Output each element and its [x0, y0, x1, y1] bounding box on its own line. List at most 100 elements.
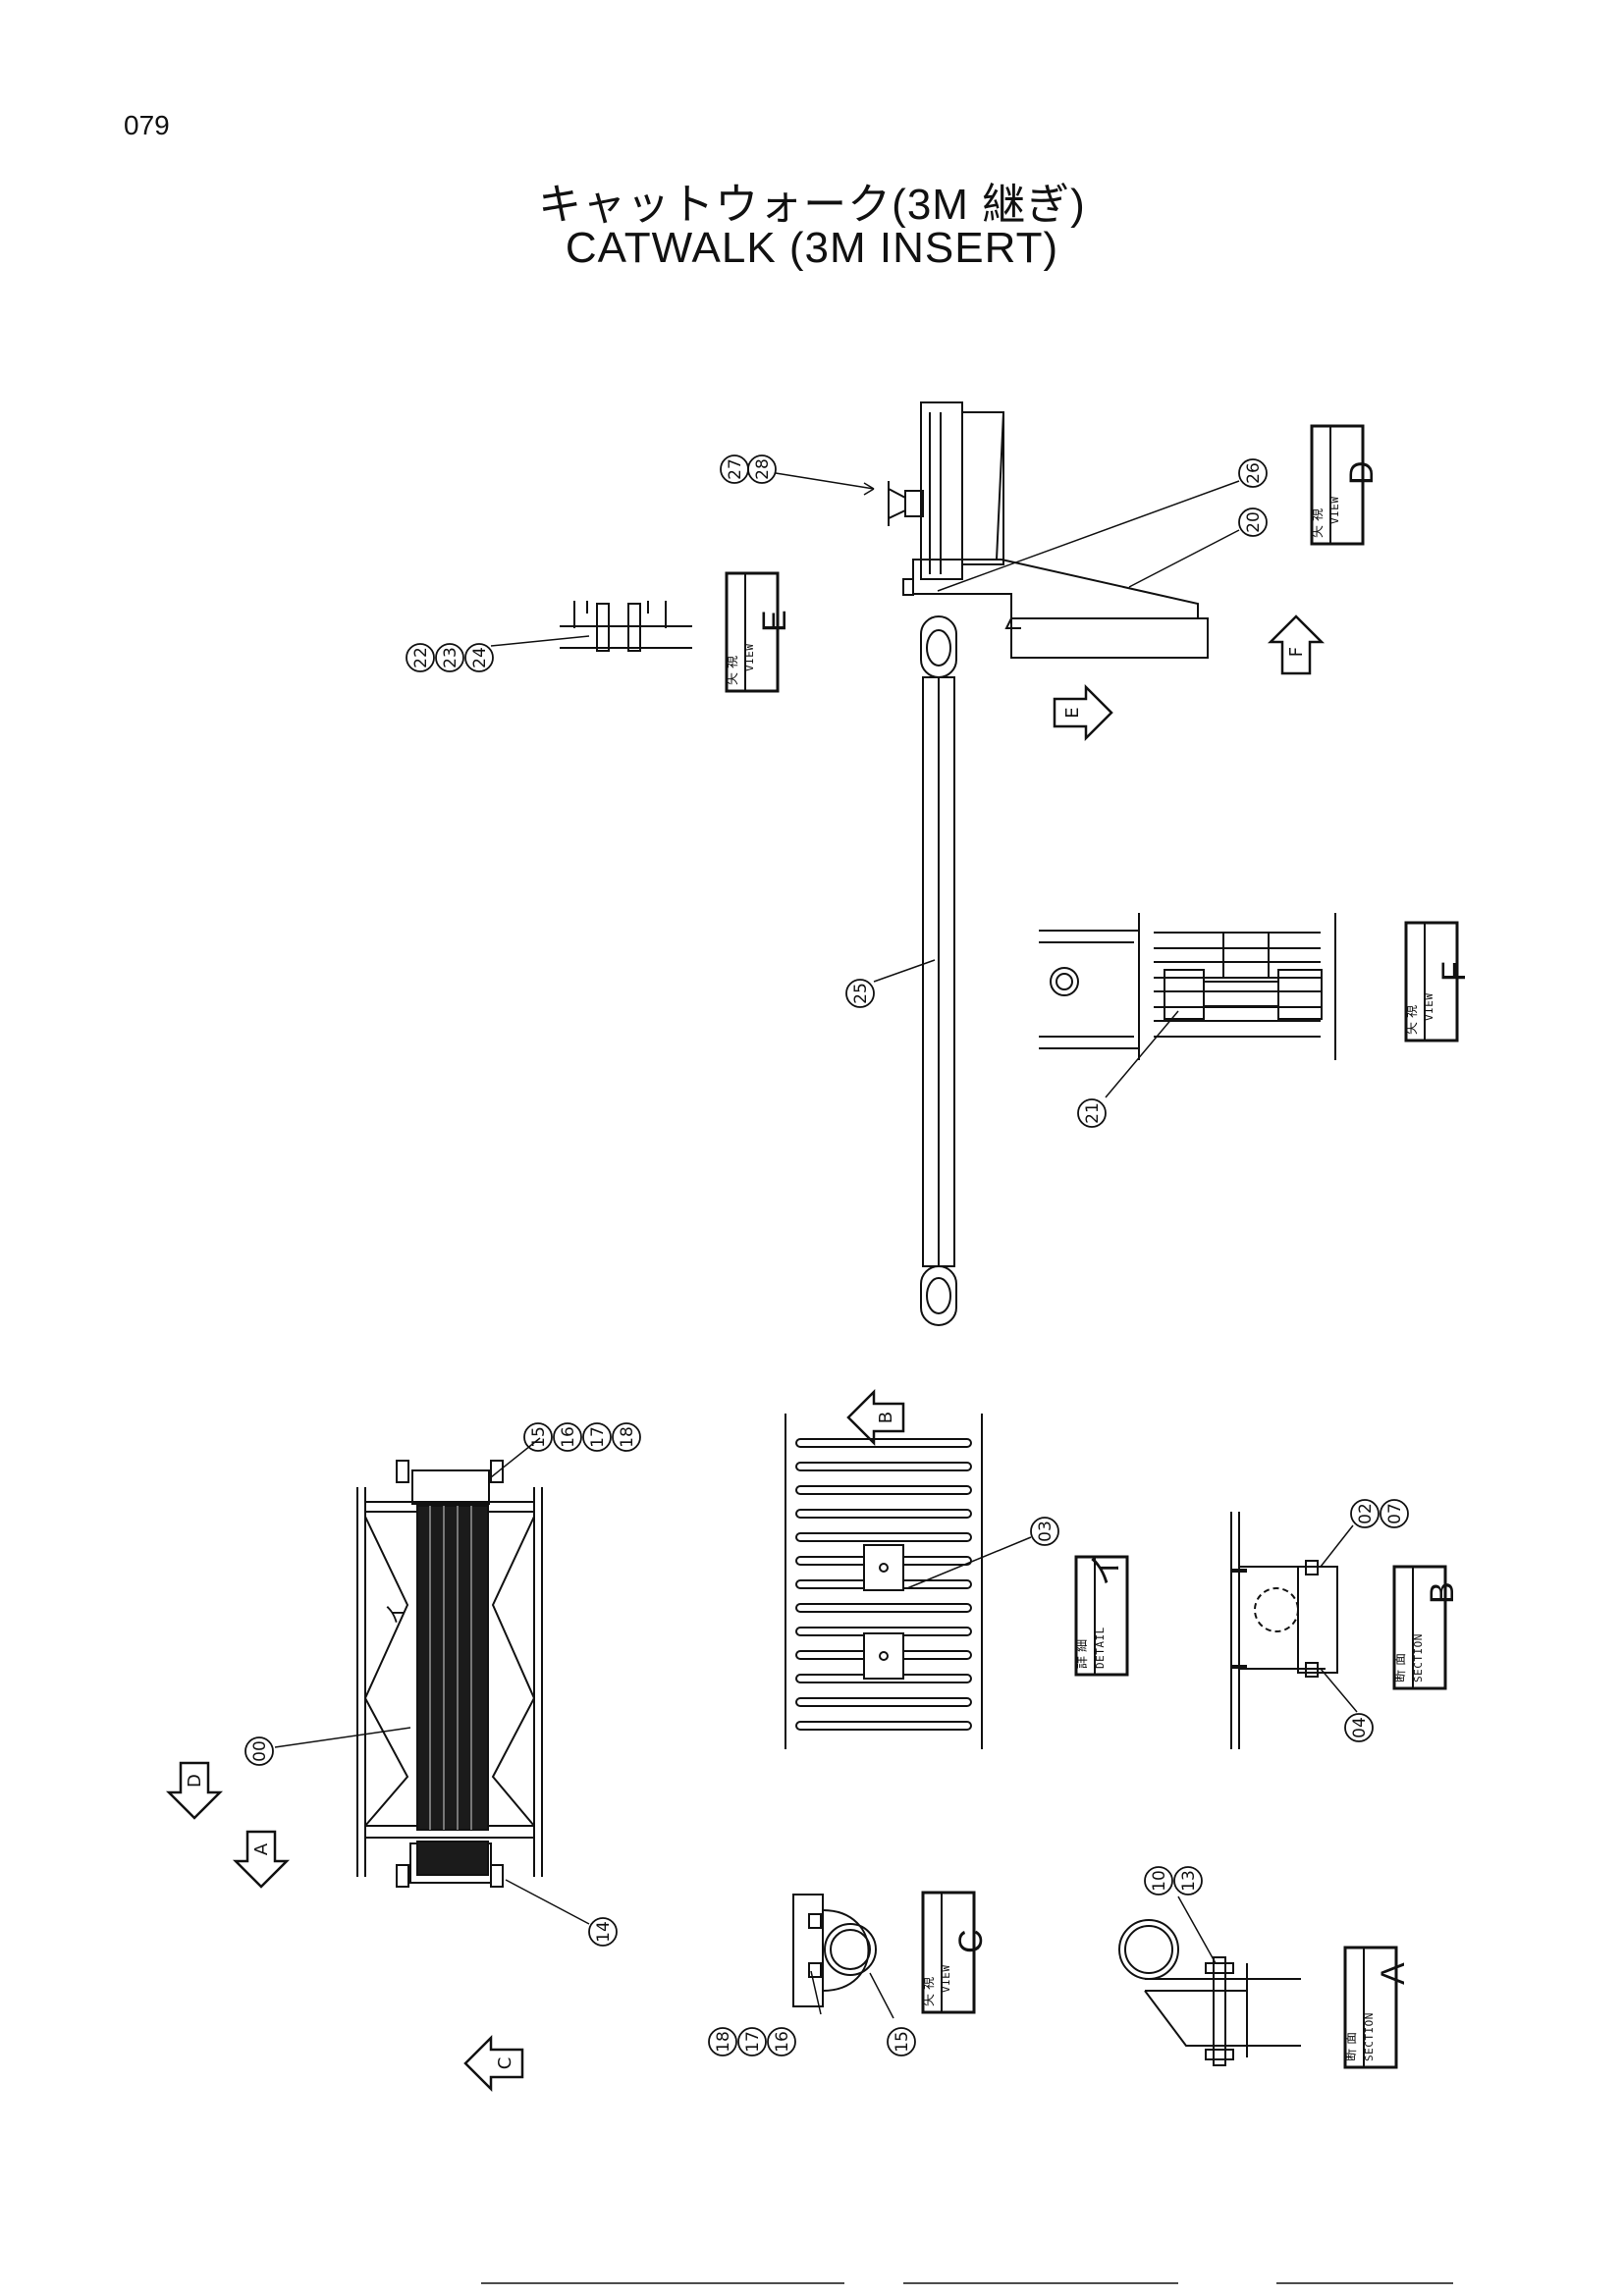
- arrow-f-letter: F: [1286, 647, 1307, 657]
- callout-17-label: 17: [588, 1426, 608, 1448]
- callout-14-label: 14: [594, 1921, 614, 1943]
- callout-03-label: 03: [1036, 1521, 1056, 1542]
- section-a-kanji: 断 面: [1344, 2032, 1359, 2061]
- view-label-e: E 矢 視 VIEW: [725, 571, 793, 693]
- detail-i-word: DETAIL: [1094, 1627, 1107, 1669]
- arrow-d: D: [165, 1761, 224, 1820]
- catwalk-grating: [416, 1505, 489, 1876]
- callout-25: 25: [845, 979, 875, 1008]
- callout-16: 16: [553, 1422, 582, 1452]
- view-d-letter: D: [1343, 460, 1380, 485]
- section-b-kanji: 断 面: [1393, 1653, 1408, 1682]
- callout-26-label: 26: [1244, 462, 1264, 484]
- view-c-letter: C: [952, 1929, 990, 1953]
- callout-18: 18: [612, 1422, 641, 1452]
- arrow-e-letter: E: [1062, 707, 1083, 718]
- callout-21: 21: [1077, 1098, 1107, 1128]
- section-b-detail: [1230, 1512, 1338, 1749]
- section-a-detail: [1118, 1919, 1301, 2066]
- arrow-a: A: [232, 1830, 291, 1889]
- arrow-c-letter: C: [495, 2057, 515, 2070]
- callout-13-label: 13: [1179, 1870, 1199, 1892]
- callout-07-label: 07: [1385, 1503, 1405, 1524]
- callout-21-label: 21: [1083, 1102, 1103, 1124]
- callout-22: 22: [406, 643, 435, 672]
- callout-bubbles: 27 28 26 20 22 23 24 25 21 15 16 17 18 0…: [244, 454, 1409, 2056]
- callout-17: 17: [582, 1422, 612, 1452]
- arrow-d-letter: D: [185, 1774, 205, 1788]
- callout-18-view-c-label: 18: [714, 2031, 733, 2053]
- callout-10-label: 10: [1150, 1870, 1169, 1892]
- callout-04: 04: [1344, 1713, 1374, 1742]
- callout-27: 27: [720, 454, 749, 484]
- title-japanese: キャットウォーク(3M 継ぎ): [538, 181, 1086, 229]
- detail-label-i: イ 詳 細 DETAIL: [1074, 1553, 1129, 1677]
- callout-24: 24: [464, 643, 494, 672]
- arrow-b: B: [846, 1388, 905, 1447]
- callout-15: 15: [523, 1422, 553, 1452]
- callout-07: 07: [1380, 1499, 1409, 1528]
- callout-26: 26: [1238, 458, 1268, 488]
- view-f-letter: F: [1435, 961, 1473, 982]
- view-label-c: C 矢 視 VIEW: [921, 1891, 990, 2014]
- callout-16-view-c-label: 16: [773, 2031, 792, 2053]
- callout-00: 00: [244, 1736, 274, 1766]
- view-f-word: VIEW: [1423, 993, 1435, 1022]
- leader-lines: [274, 472, 1358, 2019]
- view-e-letter: E: [756, 610, 793, 632]
- callout-20: 20: [1238, 507, 1268, 537]
- callout-13: 13: [1173, 1866, 1203, 1896]
- view-e-detail: [560, 601, 692, 652]
- callout-00-label: 00: [250, 1740, 270, 1762]
- handrail-post-assembly: [888, 401, 1209, 1326]
- callout-10: 10: [1144, 1866, 1173, 1896]
- callout-02: 02: [1350, 1499, 1380, 1528]
- view-f-kanji: 矢 視: [1405, 1005, 1420, 1035]
- section-label-a: A 断 面 SECTION: [1343, 1946, 1412, 2069]
- callout-28: 28: [747, 454, 777, 484]
- page-number: 079: [124, 110, 170, 140]
- section-a-letter: A: [1375, 1962, 1412, 1985]
- detail-i-kanji: 詳 細: [1074, 1639, 1090, 1669]
- section-b-letter: B: [1424, 1581, 1461, 1604]
- arrow-c: C: [463, 2034, 524, 2093]
- callout-03: 03: [1030, 1517, 1059, 1546]
- view-c-kanji: 矢 視: [922, 1977, 937, 2006]
- section-a-word: SECTION: [1363, 2012, 1376, 2061]
- callout-15-label: 15: [529, 1426, 549, 1448]
- section-b-word: SECTION: [1412, 1633, 1425, 1682]
- callout-18-view-c: 18: [708, 2027, 737, 2056]
- view-d-word: VIEW: [1328, 497, 1341, 525]
- callout-17-view-c-label: 17: [743, 2031, 763, 2053]
- view-d-kanji: 矢 視: [1311, 508, 1326, 538]
- callout-15-view-c-label: 15: [893, 2031, 912, 2053]
- callout-04-label: 04: [1350, 1717, 1370, 1738]
- callout-23: 23: [435, 643, 464, 672]
- view-label-d: D 矢 視 VIEW: [1310, 424, 1380, 546]
- callout-15-view-c: 15: [887, 2027, 916, 2056]
- callout-18-label: 18: [618, 1426, 637, 1448]
- title-english: CATWALK (3M INSERT): [565, 224, 1059, 272]
- callout-14: 14: [588, 1917, 618, 1947]
- view-c-detail: [792, 1894, 877, 2007]
- detail-mark-on-frame: イ: [385, 1603, 409, 1625]
- view-e-kanji: 矢 視: [726, 656, 740, 685]
- view-c-word: VIEW: [940, 1965, 952, 1994]
- detail-i-letter: イ: [1088, 1553, 1125, 1586]
- arrow-a-letter: A: [251, 1842, 272, 1855]
- view-f-detail: [1039, 913, 1336, 1060]
- callout-27-label: 27: [726, 458, 745, 480]
- callout-23-label: 23: [441, 647, 460, 668]
- callout-20-label: 20: [1244, 511, 1264, 533]
- arrow-e: E: [1053, 683, 1113, 742]
- callout-02-label: 02: [1356, 1503, 1376, 1524]
- arrow-b-letter: B: [876, 1412, 896, 1423]
- callout-22-label: 22: [411, 647, 431, 668]
- callout-17-view-c: 17: [737, 2027, 767, 2056]
- view-e-word: VIEW: [743, 644, 756, 672]
- callout-16-label: 16: [559, 1426, 578, 1448]
- callout-16-view-c: 16: [767, 2027, 796, 2056]
- arrow-f: F: [1267, 614, 1326, 675]
- callout-28-label: 28: [753, 458, 773, 480]
